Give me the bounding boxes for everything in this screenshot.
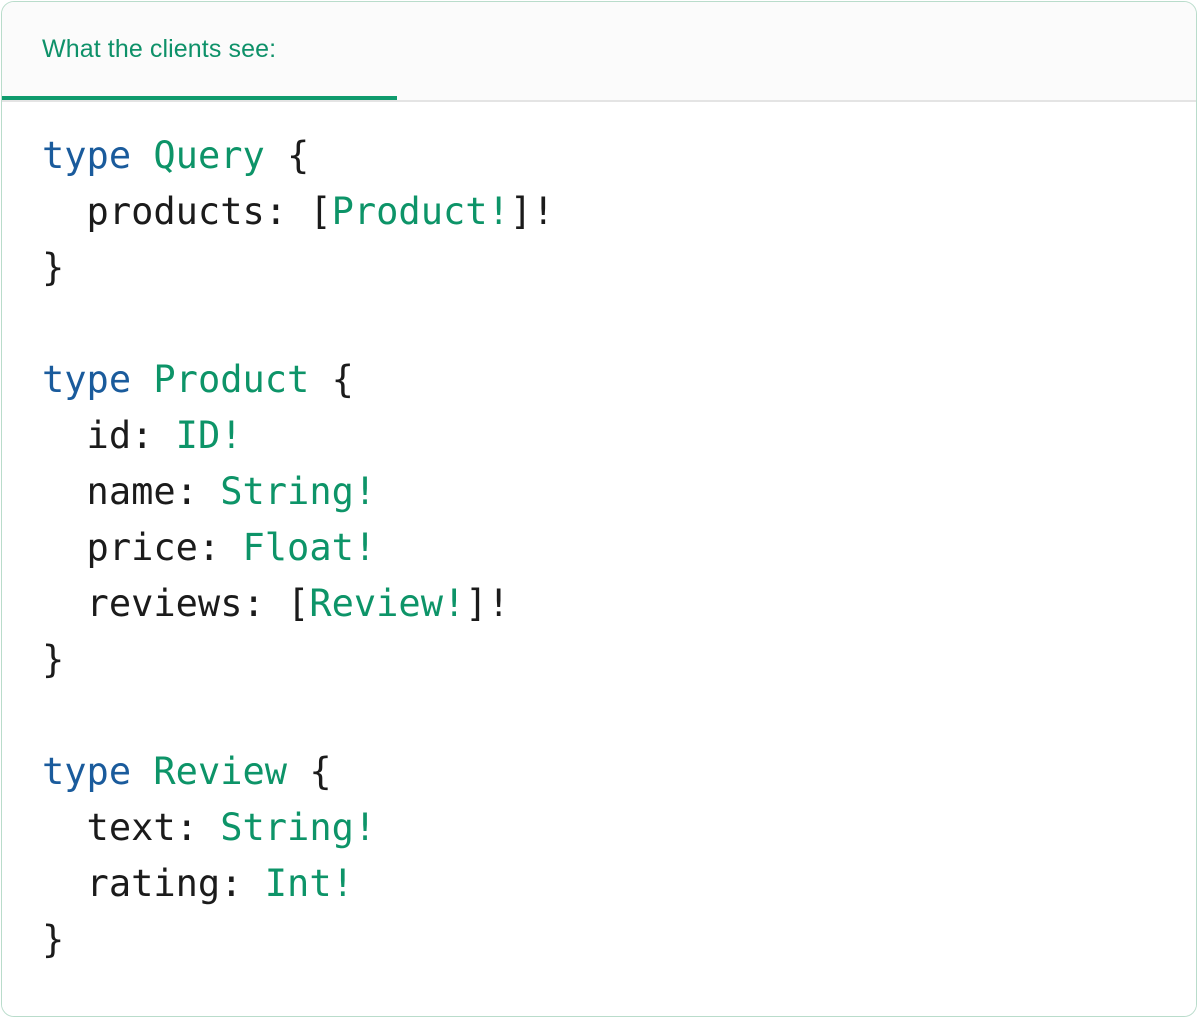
code-line: reviews: [Review!]! <box>42 576 1196 632</box>
code-token-kw: type <box>42 750 132 793</box>
code-panel[interactable]: type Query { products: [Product!]!} type… <box>2 102 1196 1016</box>
code-line <box>42 296 1196 352</box>
code-token-type: String! <box>220 470 377 513</box>
code-line: type Query { <box>42 128 1196 184</box>
code-line: } <box>42 632 1196 688</box>
tab-what-the-clients-see[interactable]: What the clients see: <box>2 2 397 100</box>
code-token-punct: : [ <box>242 582 310 625</box>
code-token-field: products <box>42 190 265 233</box>
code-token-punct: : <box>175 470 221 513</box>
code-line: type Product { <box>42 352 1196 408</box>
code-token-field: id <box>42 414 132 457</box>
code-token-punct: : [ <box>264 190 332 233</box>
code-token-punct: } <box>42 638 65 681</box>
code-token-type: Product <box>153 358 310 401</box>
code-line <box>42 688 1196 744</box>
code-token-type: String! <box>220 806 377 849</box>
code-line: } <box>42 912 1196 968</box>
code-token-field: name <box>42 470 176 513</box>
tab-label: What the clients see: <box>42 34 277 63</box>
code-token-punct <box>131 358 153 401</box>
code-line: name: String! <box>42 464 1196 520</box>
code-token-field: reviews <box>42 582 243 625</box>
code-token-punct: } <box>42 918 65 961</box>
code-token-type: Product! <box>331 190 510 233</box>
code-token-punct: : <box>131 414 176 457</box>
code-token-punct: : <box>175 806 221 849</box>
code-token-punct: { <box>309 358 354 401</box>
code-token-type: Review! <box>309 582 466 625</box>
code-token-punct: : <box>220 862 265 905</box>
code-line: type Review { <box>42 744 1196 800</box>
code-token-punct <box>131 134 153 177</box>
code-line: price: Float! <box>42 520 1196 576</box>
code-token-punct: ]! <box>509 190 555 233</box>
code-token-type: Review <box>153 750 288 793</box>
code-token-type: ID! <box>175 414 243 457</box>
code-token-punct: { <box>287 750 332 793</box>
code-line: text: String! <box>42 800 1196 856</box>
tab-strip: What the clients see: <box>2 2 1196 102</box>
code-token-field: text <box>42 806 176 849</box>
code-line: products: [Product!]! <box>42 184 1196 240</box>
code-token-punct: } <box>42 246 65 289</box>
code-token-punct <box>131 750 153 793</box>
code-token-field: rating <box>42 862 221 905</box>
code-token-field: price <box>42 526 198 569</box>
code-token-punct: ]! <box>465 582 510 625</box>
code-body: type Query { products: [Product!]!} type… <box>42 128 1196 968</box>
code-token-type: Query <box>153 134 265 177</box>
code-token-type: Float! <box>242 526 377 569</box>
code-line: } <box>42 240 1196 296</box>
code-token-punct: { <box>264 134 310 177</box>
code-token-type: Int! <box>264 862 354 905</box>
code-token-punct: : <box>197 526 243 569</box>
code-token-kw: type <box>42 134 132 177</box>
graphql-schema-code: type Query { products: [Product!]!} type… <box>42 128 1196 968</box>
code-token-kw: type <box>42 358 132 401</box>
code-line: id: ID! <box>42 408 1196 464</box>
code-line: rating: Int! <box>42 856 1196 912</box>
